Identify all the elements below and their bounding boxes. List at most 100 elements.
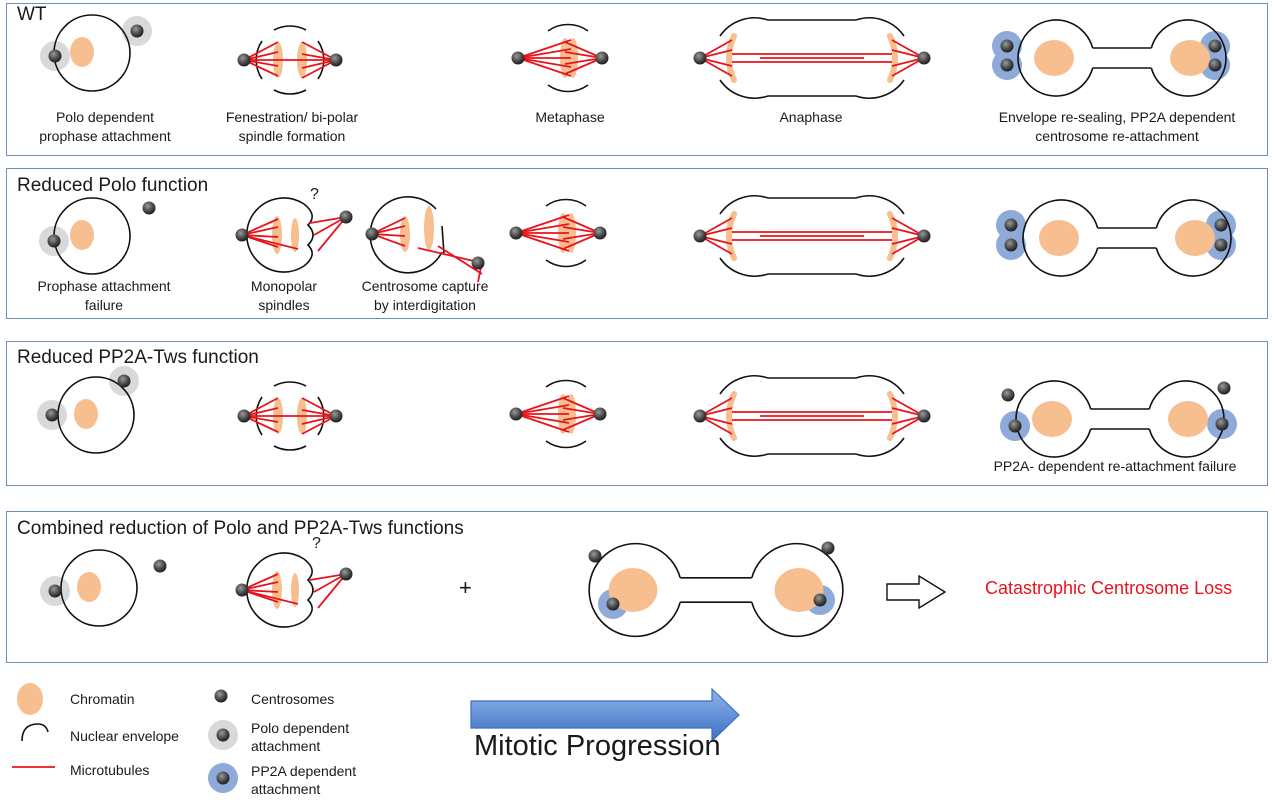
caption-metaphase: Metaphase <box>535 109 605 125</box>
centrosome <box>1214 238 1228 252</box>
chromatin <box>424 206 434 250</box>
nuclear-envelope <box>545 440 587 449</box>
chromatin <box>400 216 410 252</box>
legend-centrosomes-label: Centrosomes <box>251 691 335 707</box>
microtubule <box>515 214 570 234</box>
centrosome <box>48 584 62 598</box>
centrosome <box>45 408 59 422</box>
centrosome <box>471 256 485 270</box>
chromatin <box>17 683 43 715</box>
chromatin <box>726 33 737 83</box>
centrosome <box>117 374 131 388</box>
panel-title: Combined reduction of Polo and PP2A-Tws … <box>17 518 464 539</box>
nuclear-envelope <box>855 79 905 99</box>
microtubule <box>241 234 299 250</box>
nuclear-envelope <box>719 79 769 99</box>
chromatin <box>1034 40 1074 76</box>
nuclear-envelope <box>1155 199 1232 277</box>
centrosome <box>235 228 249 242</box>
microtubule <box>562 216 601 234</box>
microtubule <box>564 41 603 59</box>
centrosome <box>214 689 228 703</box>
centrosome <box>1217 381 1231 395</box>
microtubule <box>515 232 570 243</box>
centrosome <box>606 597 620 611</box>
chromatin <box>726 391 737 441</box>
chromatin <box>291 573 299 607</box>
microtubule <box>562 397 601 415</box>
nuclear-envelope <box>719 437 769 457</box>
centrosome <box>235 583 249 597</box>
centrosome <box>1001 388 1015 402</box>
chromatin <box>1170 40 1210 76</box>
nuclear-envelope <box>719 195 769 215</box>
nuclear-envelope <box>1015 380 1092 458</box>
chromatin <box>568 38 578 78</box>
nuclear-envelope <box>855 375 905 395</box>
chromatin <box>887 33 898 83</box>
microtubule <box>515 404 570 415</box>
centrosome <box>48 49 62 63</box>
chromatin <box>774 568 824 612</box>
microtubule <box>241 218 279 236</box>
chromatin <box>77 572 101 602</box>
microtubule <box>317 573 347 609</box>
question-mark: ? <box>310 186 319 203</box>
centrosome <box>329 53 343 67</box>
microtubule <box>517 57 572 77</box>
panel-title: WT <box>17 4 47 25</box>
chromatin <box>887 391 898 441</box>
panel-title: Reduced Polo function <box>17 175 209 196</box>
panel-reduced-pp2a: Reduced PP2A-Tws function <box>6 341 1268 486</box>
centrosome <box>365 227 379 241</box>
nuclear-envelope <box>855 17 905 37</box>
nuclear-envelope <box>1017 19 1094 97</box>
centrosome <box>509 226 523 240</box>
nuclear-envelope <box>588 542 681 638</box>
nuclear-envelope <box>273 25 307 31</box>
microtubule <box>515 395 570 415</box>
microtubule <box>562 232 601 250</box>
centrosome <box>509 407 523 421</box>
centrosome <box>693 409 707 423</box>
centrosome <box>153 559 167 573</box>
chromatin <box>887 211 898 261</box>
legend-microtubules-label: Microtubules <box>70 762 150 778</box>
nuclear-envelope <box>273 381 307 387</box>
centrosome <box>142 201 156 215</box>
nuclear-envelope <box>855 195 905 215</box>
centrosome <box>237 409 251 423</box>
nuclear-envelope <box>751 542 844 638</box>
mitotic-progression-arrow <box>470 687 740 743</box>
centrosome <box>511 51 525 65</box>
microtubule <box>517 57 572 68</box>
centrosome <box>47 234 61 248</box>
microtubule <box>515 232 570 252</box>
nuclear-envelope <box>60 549 138 627</box>
result-arrow <box>886 574 947 610</box>
nuclear-envelope <box>719 257 769 277</box>
centrosome <box>1208 58 1222 72</box>
centrosome <box>237 53 251 67</box>
microtubule <box>515 413 570 433</box>
panel-reduced-polo: Reduced Polo function <box>6 168 1268 319</box>
nuclear-envelope <box>303 558 314 622</box>
nuclear-envelope <box>303 203 314 267</box>
microtubule <box>564 57 603 75</box>
centrosome <box>588 549 602 563</box>
chromatin <box>291 218 299 252</box>
centrosome <box>917 409 931 423</box>
microtubule <box>241 589 299 605</box>
chromatin <box>726 211 737 261</box>
centrosome <box>693 229 707 243</box>
centrosome <box>593 407 607 421</box>
centrosome <box>1008 419 1022 433</box>
chromatin <box>70 37 94 67</box>
centrosome <box>1000 58 1014 72</box>
